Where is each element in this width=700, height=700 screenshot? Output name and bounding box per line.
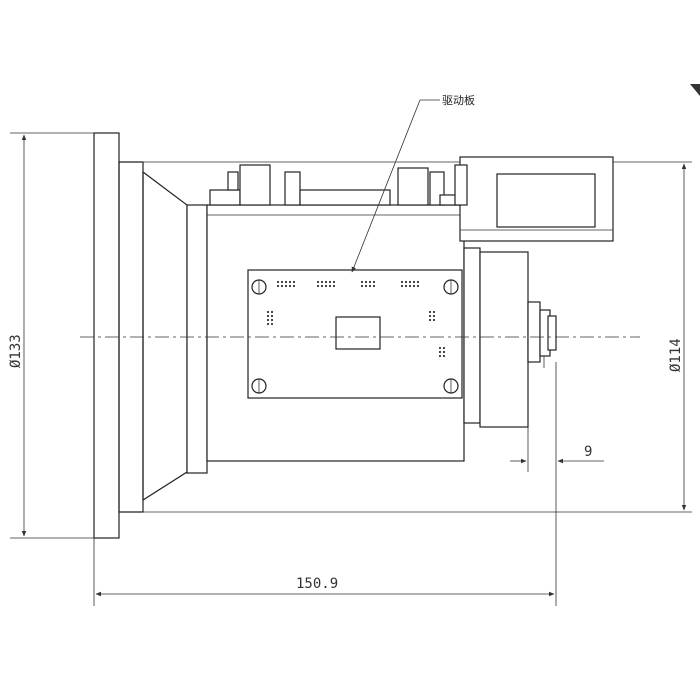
component-dot — [408, 284, 412, 288]
component-dot — [316, 280, 320, 284]
component-dot — [442, 346, 446, 350]
component-dot — [288, 280, 292, 284]
component-dot — [266, 314, 270, 318]
connector — [527, 301, 557, 368]
component-dot — [332, 280, 336, 284]
component-dot — [428, 318, 432, 322]
component-dot — [412, 280, 416, 284]
component-dot — [280, 280, 284, 284]
component-dot — [328, 280, 332, 284]
component-dot — [280, 284, 284, 288]
component-dot — [368, 284, 372, 288]
dim-connector-offset — [510, 427, 604, 472]
component-dot — [428, 310, 432, 314]
component-dot — [404, 280, 408, 284]
lens-ring — [186, 204, 208, 474]
drive-board-label: 驱动板 — [442, 93, 475, 107]
dim-overall-length-text: 150.9 — [296, 576, 338, 592]
component-dot — [372, 280, 376, 284]
component-dot — [284, 284, 288, 288]
component-dot — [432, 310, 436, 314]
board-chip — [335, 316, 381, 350]
component-dot — [270, 318, 274, 322]
component-dot — [276, 280, 280, 284]
rear-plate — [463, 247, 481, 424]
lens-taper — [142, 170, 188, 502]
component-dot — [416, 280, 420, 284]
component-dot — [416, 284, 420, 288]
component-dot — [270, 310, 274, 314]
corner-mark — [690, 84, 700, 96]
focus-motor — [454, 156, 614, 242]
component-dot — [364, 284, 368, 288]
component-dot — [408, 280, 412, 284]
component-dot — [284, 280, 288, 284]
component-dot — [320, 280, 324, 284]
component-dot — [438, 346, 442, 350]
rear-box — [479, 251, 529, 428]
component-dot — [400, 280, 404, 284]
component-dot — [270, 322, 274, 326]
component-dot — [438, 354, 442, 358]
component-dot — [372, 284, 376, 288]
drive-board — [247, 269, 463, 399]
component-dot — [266, 318, 270, 322]
component-dot — [432, 314, 436, 318]
dim-flange-diameter — [10, 132, 94, 539]
component-dot — [266, 310, 270, 314]
component-dot — [276, 284, 280, 288]
component-dot — [288, 284, 292, 288]
component-dot — [428, 314, 432, 318]
component-dot — [412, 284, 416, 288]
component-dot — [332, 284, 336, 288]
component-dot — [442, 354, 446, 358]
dim-body-diameter — [556, 161, 692, 513]
component-dot — [292, 284, 296, 288]
component-dot — [292, 280, 296, 284]
component-dot — [266, 322, 270, 326]
component-dot — [368, 280, 372, 284]
dim-flange-diameter-text: Ø133 — [8, 334, 24, 368]
dim-body-diameter-text: Ø114 — [668, 338, 684, 372]
component-dot — [360, 280, 364, 284]
front-flange — [93, 132, 120, 539]
dim-connector-offset-text: 9 — [584, 444, 592, 460]
board-components — [266, 280, 446, 358]
component-dot — [438, 350, 442, 354]
dim-overall-length — [93, 362, 557, 606]
top-brackets — [209, 164, 463, 206]
component-dot — [324, 284, 328, 288]
component-dot — [270, 314, 274, 318]
component-dot — [328, 284, 332, 288]
board-screws — [251, 279, 459, 394]
component-dot — [320, 284, 324, 288]
component-dot — [360, 284, 364, 288]
component-dot — [442, 350, 446, 354]
drive-board-leader — [351, 99, 440, 273]
component-dot — [404, 284, 408, 288]
component-dot — [400, 284, 404, 288]
component-dot — [432, 318, 436, 322]
component-dot — [324, 280, 328, 284]
component-dot — [364, 280, 368, 284]
component-dot — [316, 284, 320, 288]
